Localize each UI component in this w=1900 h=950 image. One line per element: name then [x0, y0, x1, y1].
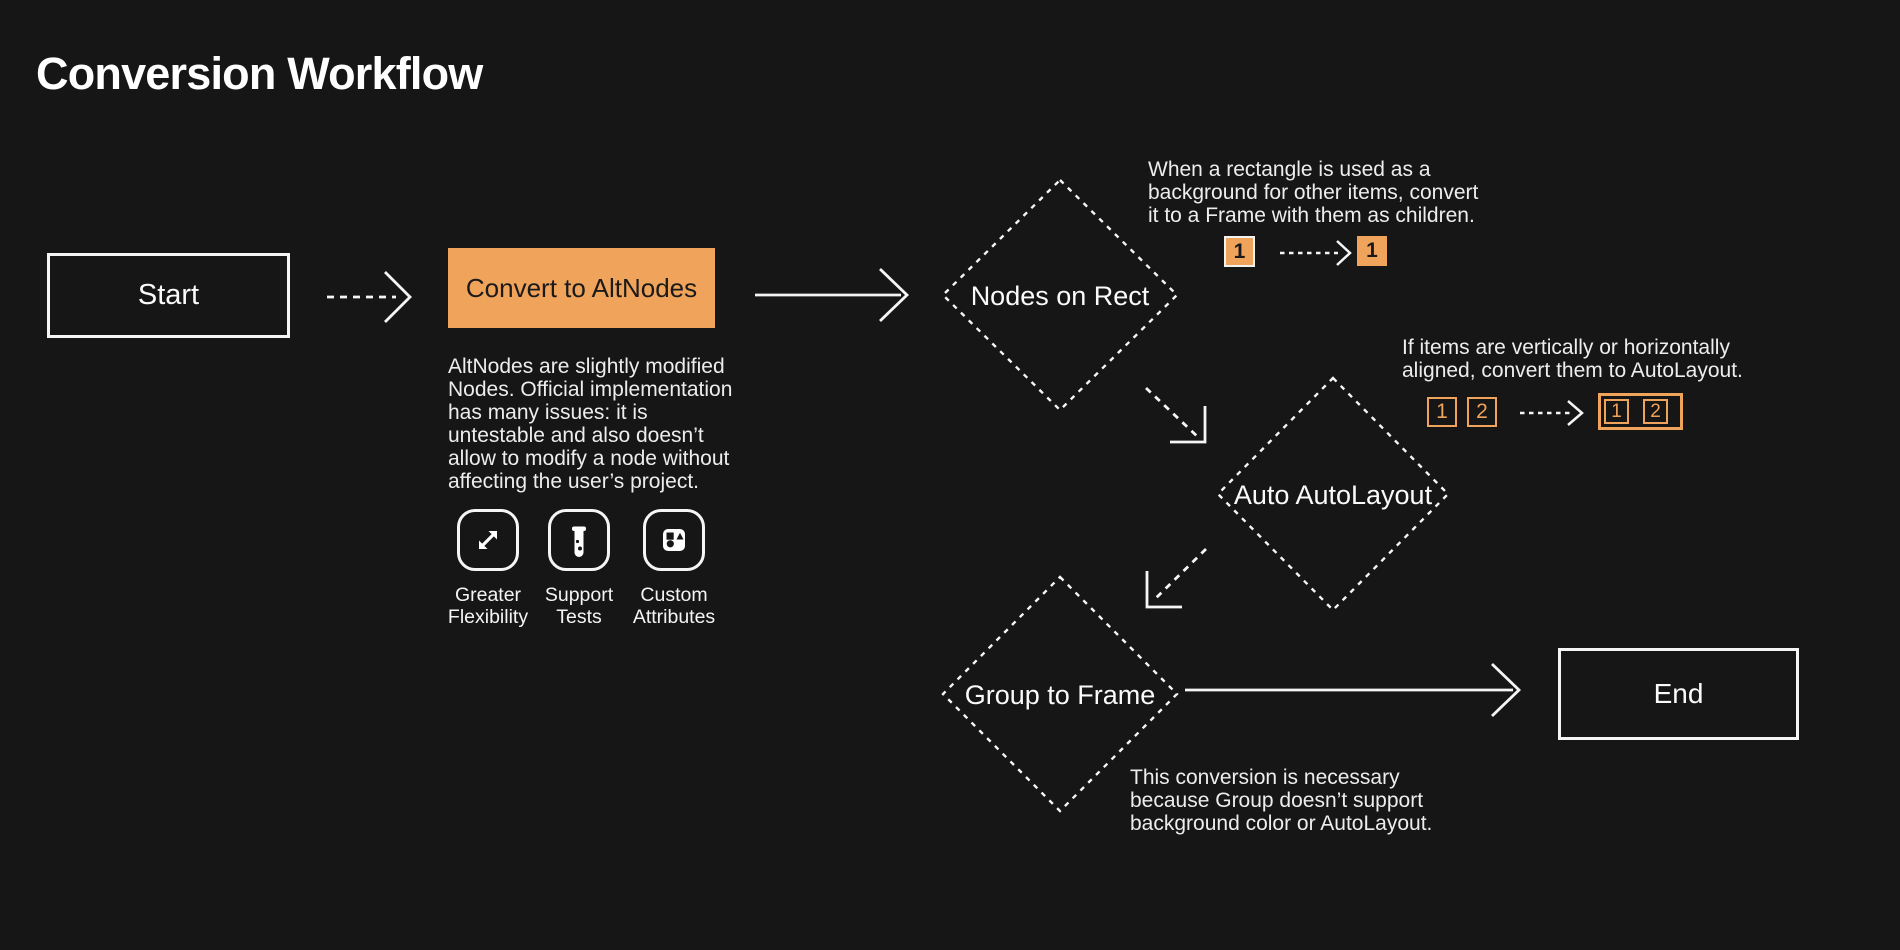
start-node: Start	[47, 253, 290, 338]
feature-greater-flexibility	[457, 509, 519, 571]
expand-arrows-icon	[479, 531, 497, 549]
autolayout-example-item-1: 1	[1427, 397, 1457, 427]
note-line: background color or AutoLayout.	[1130, 812, 1433, 835]
note-line: This conversion is necessary	[1130, 766, 1400, 789]
feature-label-greater-flexibility: Greater Flexibility	[447, 584, 529, 628]
autolayout-example-grouped-item-1: 1	[1604, 399, 1629, 424]
autolayout-example-item-2: 2	[1467, 397, 1497, 427]
start-node-label: Start	[137, 279, 200, 311]
test-tube-icon	[572, 526, 586, 557]
note-line: When a rectangle is used as a	[1148, 158, 1431, 181]
autolayout-example-grouped-item-2: 2	[1643, 399, 1668, 424]
feature-label-support-tests: Support Tests	[544, 584, 614, 628]
shapes-icon	[663, 529, 685, 551]
auto-autolayout-label: Auto AutoLayout	[1233, 480, 1433, 510]
end-node: End	[1558, 648, 1799, 740]
rect-example-after-item: 1	[1357, 236, 1387, 266]
description-line: AltNodes are slightly modified	[448, 355, 725, 378]
altnodes-description: AltNodes are slightly modified Nodes. Of…	[448, 355, 732, 493]
arrow-autolayout-example	[1520, 400, 1584, 426]
autolayout-example-group-frame	[1598, 393, 1683, 430]
note-line: aligned, convert them to AutoLayout.	[1402, 359, 1743, 382]
arrow-rect-example	[1280, 240, 1352, 266]
description-line: Nodes. Official implementation	[448, 378, 733, 401]
description-line: untestable and also doesn’t	[448, 424, 704, 447]
arrow-start-to-convert	[327, 271, 412, 323]
arrow-group-to-frame-to-end	[1185, 662, 1522, 718]
page-title: Conversion Workflow	[36, 48, 483, 99]
convert-to-altnodes-node: Convert to AltNodes	[448, 248, 715, 328]
description-line: has many issues: it is	[448, 401, 648, 424]
note-line: it to a Frame with them as children.	[1148, 204, 1475, 227]
auto-autolayout-note: If items are vertically or horizontally …	[1402, 336, 1743, 382]
end-node-label: End	[1653, 678, 1704, 709]
arrow-nodes-on-rect-to-auto-autolayout	[1145, 386, 1207, 444]
group-to-frame-diamond-outline	[941, 575, 1179, 813]
note-line: because Group doesn’t support	[1130, 789, 1424, 812]
feature-custom-attributes	[643, 509, 705, 571]
description-line: affecting the user’s project.	[448, 470, 699, 493]
description-line: allow to modify a node without	[448, 447, 730, 470]
rect-example-before-item: 1	[1224, 236, 1255, 267]
convert-to-altnodes-label: Convert to AltNodes	[465, 272, 698, 303]
group-to-frame-note: This conversion is necessary because Gro…	[1130, 766, 1432, 835]
note-line: background for other items, convert	[1148, 181, 1479, 204]
note-line: If items are vertically or horizontally	[1402, 336, 1730, 359]
arrow-auto-autolayout-to-group-to-frame	[1145, 548, 1207, 609]
arrow-convert-to-nodes-on-rect	[755, 267, 910, 323]
group-to-frame-label: Group to Frame	[964, 680, 1156, 710]
feature-label-custom-attributes: Custom Attributes	[632, 584, 716, 628]
feature-support-tests	[548, 509, 610, 571]
nodes-on-rect-note: When a rectangle is used as a background…	[1148, 158, 1478, 227]
nodes-on-rect-label: Nodes on Rect	[970, 281, 1150, 311]
